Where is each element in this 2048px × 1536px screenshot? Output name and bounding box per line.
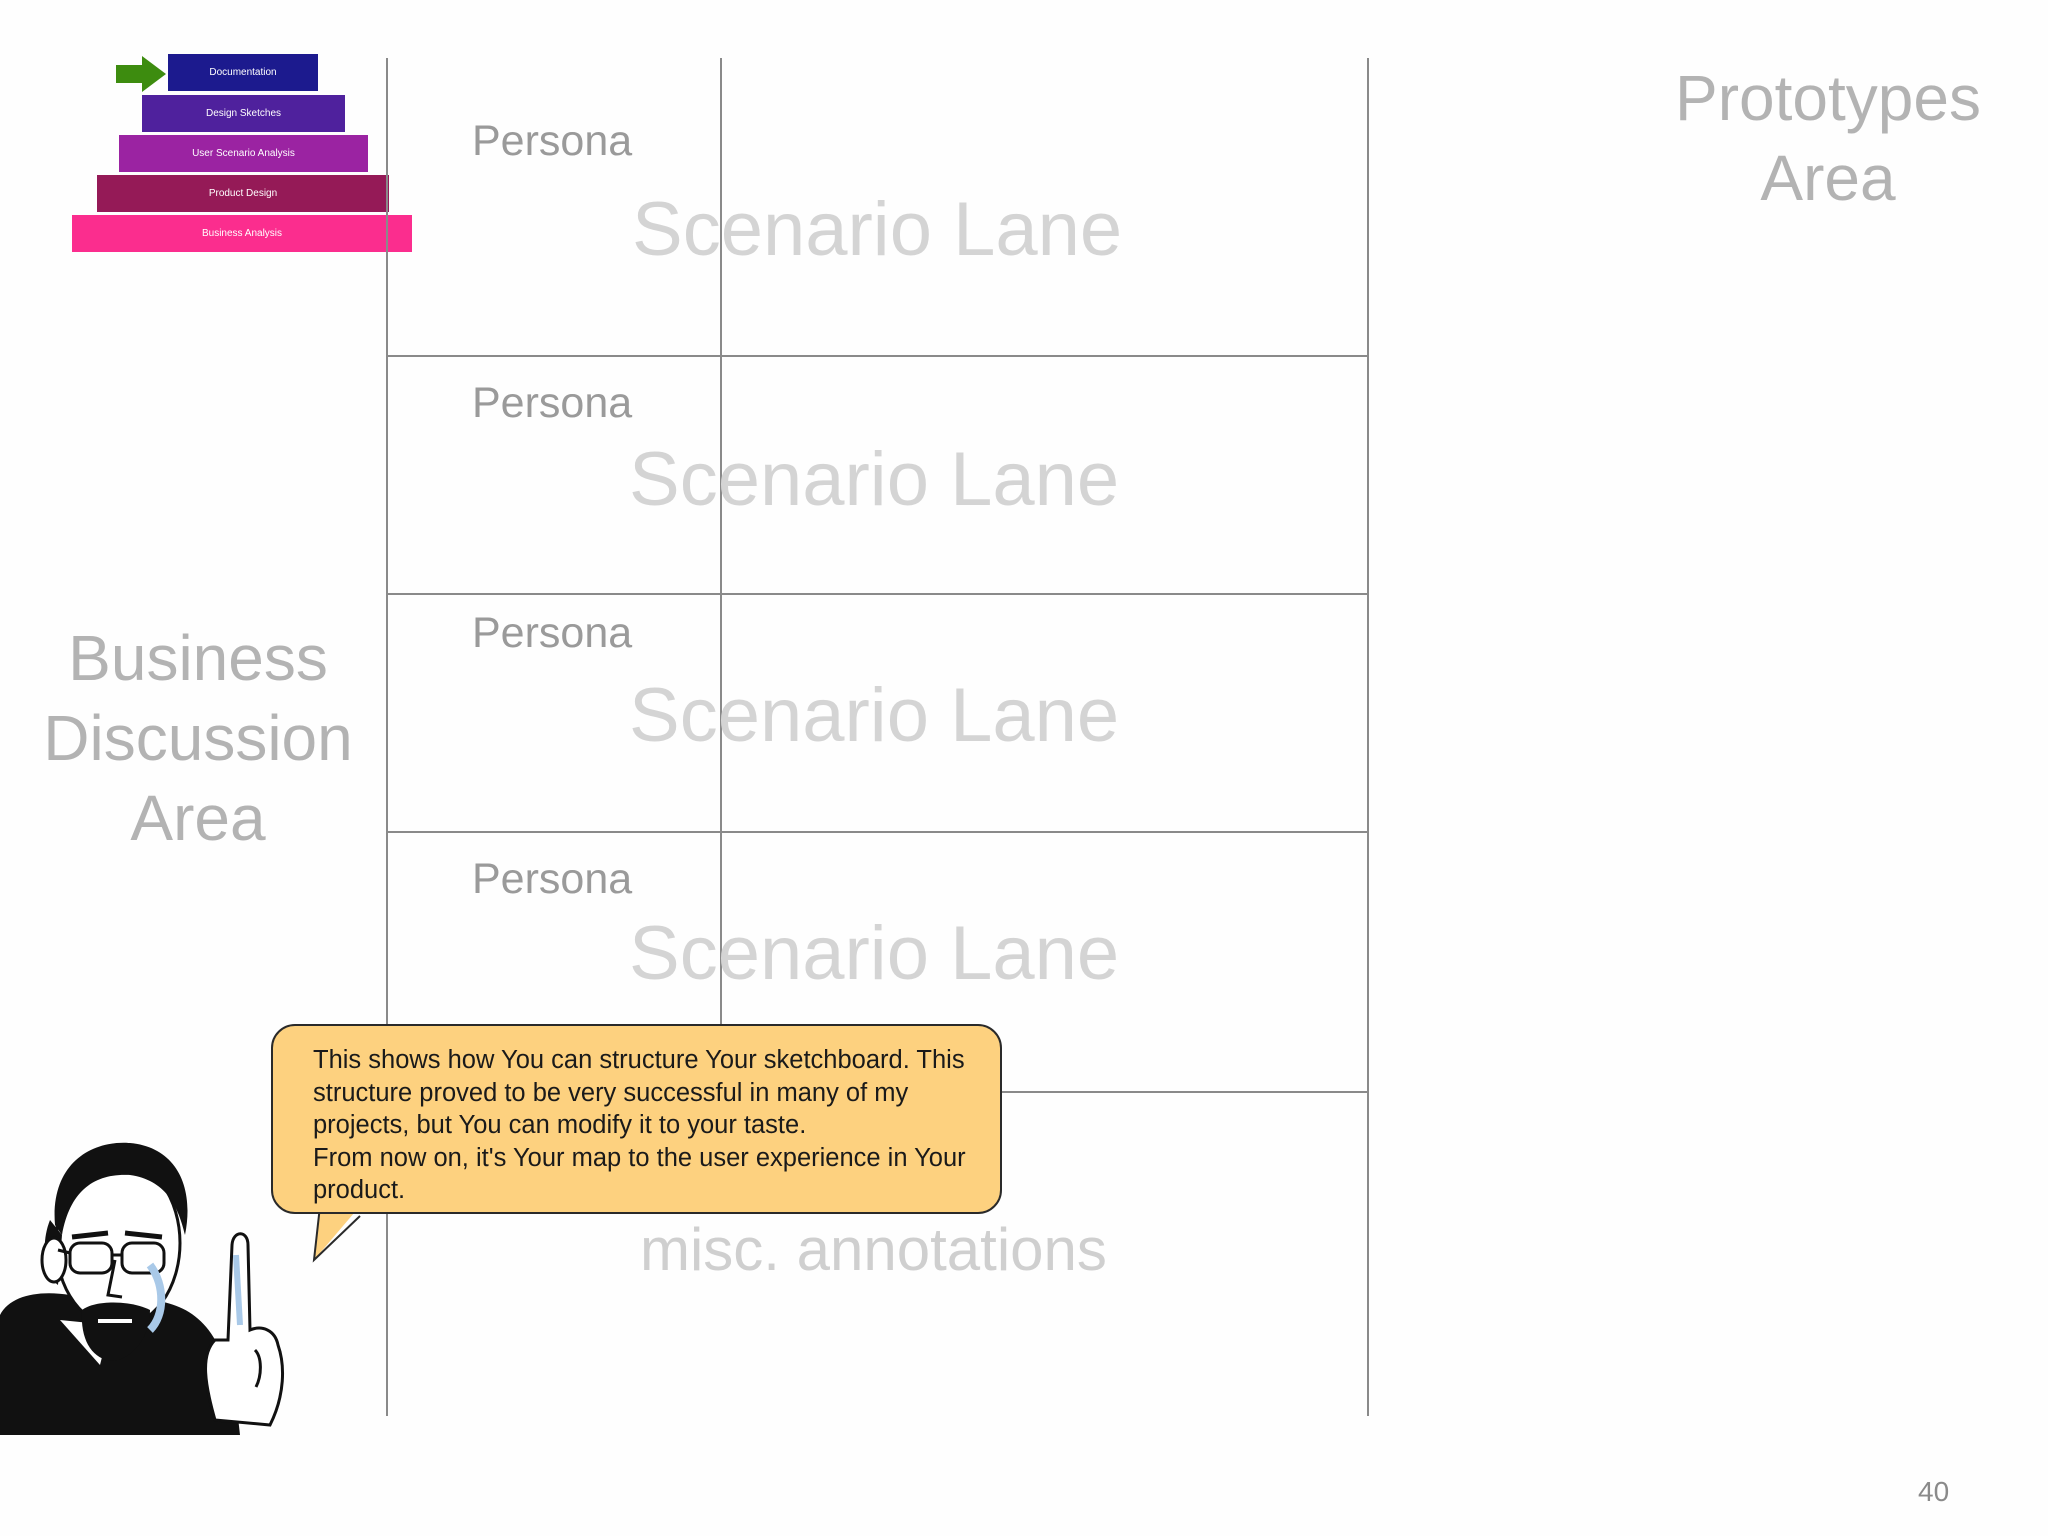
area-title-line: Discussion <box>43 702 353 774</box>
bubble-line: projects, but You can modify it to your … <box>313 1111 807 1139</box>
lane-divider <box>386 355 1369 357</box>
presenter-illustration <box>0 1142 285 1435</box>
persona-label: Persona <box>472 855 633 903</box>
business-discussion-area-title: Business Discussion Area <box>18 618 378 858</box>
scenario-lane-title: Scenario Lane <box>632 187 1123 272</box>
pyramid-step-design-sketches: Design Sketches <box>142 95 345 132</box>
grid-line-right <box>1367 58 1369 1416</box>
bubble-line: structure proved to be very successful i… <box>313 1078 909 1107</box>
pyramid-step-business-analysis: Business Analysis <box>72 215 412 252</box>
scenario-lane-title: Scenario Lane <box>629 437 1120 522</box>
lane-divider <box>386 831 1369 833</box>
speech-bubble-tail <box>312 1206 361 1263</box>
pyramid-step-user-scenario-analysis: User Scenario Analysis <box>119 135 368 172</box>
area-title-line: Area <box>1760 142 1896 214</box>
persona-label: Persona <box>472 609 633 657</box>
prototypes-area-title: Prototypes Area <box>1628 58 2028 218</box>
lane-divider <box>1000 1091 1369 1093</box>
persona-label: Persona <box>472 379 633 427</box>
pyramid-step-label: Documentation <box>209 67 277 78</box>
misc-annotations-label: misc. annotations <box>640 1216 1107 1283</box>
arrow-right-icon <box>116 56 166 92</box>
pyramid-step-label: Business Analysis <box>201 228 283 239</box>
lane-divider <box>386 593 1369 595</box>
area-title-line: Prototypes <box>1675 62 1981 134</box>
pyramid-step-label: User Scenario Analysis <box>192 148 295 159</box>
page-number: 40 <box>1918 1476 1950 1507</box>
speech-bubble: This shows how You can structure Your sk… <box>271 1024 1002 1214</box>
pyramid-step-label: Product Design <box>208 188 278 199</box>
bubble-line: product. <box>313 1176 406 1204</box>
persona-label: Persona <box>472 117 633 165</box>
scenario-lane-title: Scenario Lane <box>629 911 1120 996</box>
bubble-line: This shows how You can structure Your sk… <box>313 1046 965 1074</box>
area-title-line: Area <box>130 782 266 854</box>
pyramid-step-documentation: Documentation <box>168 54 318 91</box>
pyramid-step-product-design: Product Design <box>97 175 389 212</box>
bubble-line: From now on, it's Your map to the user e… <box>313 1143 966 1172</box>
grid-line-left <box>386 58 388 1416</box>
pyramid-step-label: Design Sketches <box>205 108 282 119</box>
scenario-lane-title: Scenario Lane <box>629 673 1120 758</box>
area-title-line: Business <box>68 622 328 694</box>
grid-line-persona <box>720 58 722 1068</box>
